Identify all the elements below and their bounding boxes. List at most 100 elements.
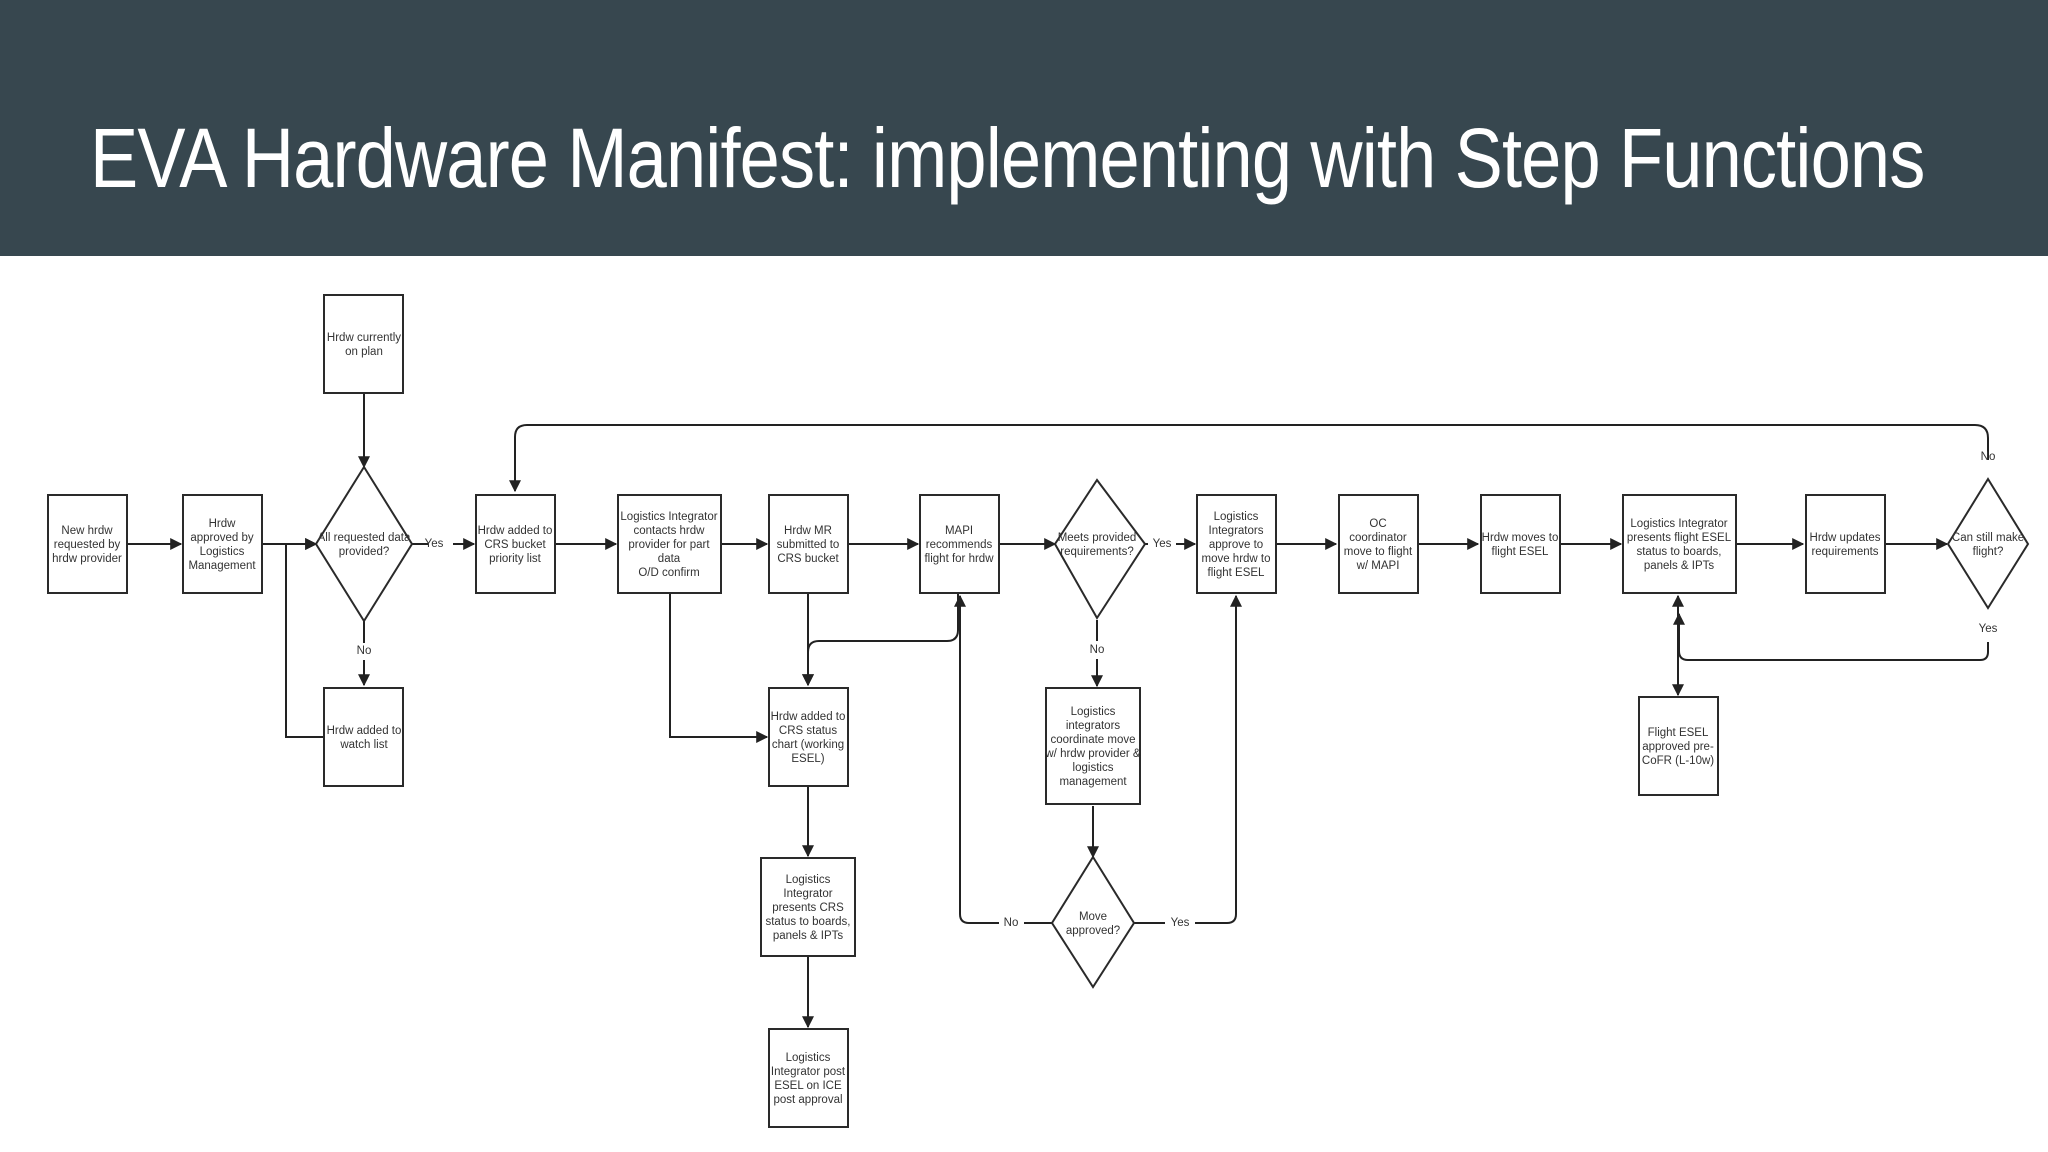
node-label-line: status to boards, bbox=[1636, 546, 1721, 558]
node-label-line: coordinator bbox=[1349, 532, 1407, 544]
node-label-line: ESEL on ICE bbox=[774, 1080, 842, 1092]
decision-data-provided: All requested data provided? bbox=[314, 465, 414, 623]
node-label-line: OC bbox=[1369, 518, 1386, 530]
node-label-line: flight ESEL bbox=[1492, 546, 1549, 558]
node-label-line: MAPI bbox=[945, 525, 973, 537]
node-label-line: w/ hrdw provider & bbox=[1044, 748, 1141, 760]
edge-label-no: No bbox=[357, 645, 372, 657]
node-label-line: post approval bbox=[773, 1094, 842, 1106]
node-label-line: Hrdw bbox=[209, 518, 237, 530]
node-label-line: coordinate move bbox=[1050, 734, 1135, 746]
node-label-line: approved pre- bbox=[1642, 741, 1714, 753]
node-label-line: Logistics bbox=[1214, 511, 1259, 523]
node-label-line: approve to bbox=[1209, 539, 1263, 551]
edge-label-no: No bbox=[1004, 917, 1019, 929]
node-label-line: Hrdw added to bbox=[478, 525, 553, 537]
node-label-line: Hrdw updates bbox=[1810, 532, 1881, 544]
node-new-hrdw: New hrdw requested by hrdw provider bbox=[47, 494, 128, 594]
edge-mapi-to-chart bbox=[802, 594, 959, 687]
node-label-line: recommends bbox=[926, 539, 993, 551]
edge-still-yes bbox=[1673, 612, 1989, 661]
node-label-line: CRS status bbox=[779, 725, 837, 737]
title-bar: EVA Hardware Manifest: implementing with… bbox=[0, 0, 2048, 256]
node-label-line: flight ESEL bbox=[1208, 567, 1265, 579]
node-li-contacts-provider: Logistics Integrator contacts hrdw provide… bbox=[617, 494, 722, 594]
node-label-line: approved by bbox=[190, 532, 254, 544]
decision-can-still-make: Can still make flight? bbox=[1946, 477, 2030, 610]
edge-label-no: No bbox=[1090, 644, 1105, 656]
node-label-line: Hrdw moves to bbox=[1482, 532, 1559, 544]
node-label-line: Move bbox=[1079, 911, 1107, 923]
node-hrdw-moves-flight: Hrdw moves to flight ESEL bbox=[1480, 494, 1561, 594]
node-label-line: Hrdw added to bbox=[327, 725, 402, 737]
node-label-line: panels & IPTs bbox=[1644, 560, 1715, 572]
node-label-line: Integrators bbox=[1209, 525, 1264, 537]
edge-label-no: No bbox=[1981, 451, 1996, 463]
node-label-line: Integrator post bbox=[771, 1066, 846, 1078]
node-label-line: Logistics Integrator bbox=[620, 511, 717, 523]
node-label-line: Logistics bbox=[200, 546, 245, 558]
node-label-line: integrators bbox=[1066, 720, 1121, 732]
slide-title: EVA Hardware Manifest: implementing with… bbox=[90, 111, 1925, 205]
node-label-line: panels & IPTs bbox=[773, 930, 844, 942]
node-label-line: move to flight bbox=[1344, 546, 1413, 558]
node-label-line: contacts hrdw bbox=[634, 525, 706, 537]
node-label-line: priority list bbox=[489, 553, 542, 565]
edge-still-no-top bbox=[509, 424, 1989, 493]
edge-li-to-chart bbox=[669, 594, 769, 743]
edge-move-yes-2 bbox=[1195, 594, 1242, 924]
node-label-line: ESEL) bbox=[791, 753, 824, 765]
edge-label-yes: Yes bbox=[1171, 917, 1190, 929]
node-oc-coordinator: OC coordinator move to flight w/ MAPI bbox=[1338, 494, 1419, 594]
node-label-line: All requested data bbox=[318, 532, 411, 544]
node-label-line: logistics bbox=[1073, 762, 1114, 774]
node-label-line: submitted to bbox=[777, 539, 840, 551]
node-label-line: Logistics bbox=[786, 1052, 831, 1064]
node-label-line: requested by bbox=[54, 539, 121, 551]
node-label-line: data bbox=[658, 553, 681, 565]
node-label-line: presents CRS bbox=[772, 902, 844, 914]
node-label-line: hrdw provider bbox=[52, 553, 122, 565]
node-label-line: requirements? bbox=[1060, 546, 1134, 558]
node-label-line: chart (working bbox=[772, 739, 844, 751]
node-label-line: Hrdw added to bbox=[771, 711, 846, 723]
node-label-line: provided? bbox=[339, 546, 390, 558]
node-label-line: on plan bbox=[345, 346, 383, 358]
node-label-line: w/ MAPI bbox=[1356, 560, 1400, 572]
node-label-line: New hrdw bbox=[61, 525, 113, 537]
node-label-line: flight? bbox=[1973, 546, 2004, 558]
node-label-line: provider for part bbox=[628, 539, 710, 551]
node-label-line: move hrdw to bbox=[1201, 553, 1270, 565]
node-label-line: CoFR (L-10w) bbox=[1642, 755, 1714, 767]
edge-label-yes: Yes bbox=[1153, 538, 1172, 550]
node-label-line: presents flight ESEL bbox=[1627, 532, 1732, 544]
node-label-line: Hrdw MR bbox=[784, 525, 832, 537]
node-label-line: Integrator bbox=[783, 888, 832, 900]
node-label-line: Can still make bbox=[1952, 532, 2024, 544]
